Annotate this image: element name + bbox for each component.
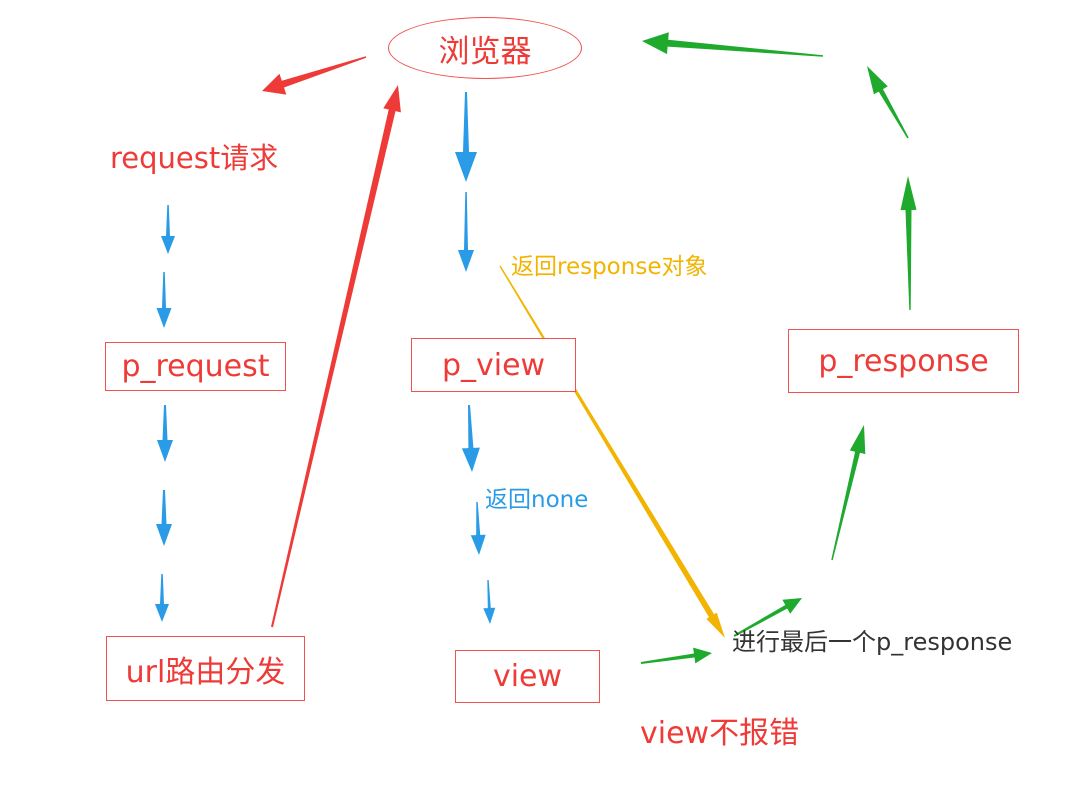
final-response-annotation: 进行最后一个p_response [732, 628, 1013, 656]
p-response-label: p_response [818, 343, 989, 379]
url-dispatch-label: url路由分发 [125, 654, 286, 690]
arrow-view-to-final [640, 647, 712, 664]
arrow-prequest-1 [157, 405, 173, 462]
arrow-request-1 [161, 205, 175, 254]
request-label: request请求 [110, 141, 279, 175]
arrow-pview-3 [483, 580, 496, 624]
arrow-return-response [499, 265, 725, 638]
arrow-browser-to-request [262, 56, 367, 95]
p-request-box: p_request [105, 342, 286, 391]
url-dispatch-box: url路由分发 [106, 636, 305, 701]
browser-label: 浏览器 [438, 33, 532, 70]
arrow-browser-to-pview-1 [455, 92, 477, 182]
view-no-error-annotation: view不报错 [640, 716, 800, 751]
arrow-pview-1 [461, 405, 480, 472]
arrow-url-to-browser [271, 85, 401, 628]
arrow-pview-2 [470, 502, 486, 555]
return-response-annotation: 返回response对象 [511, 254, 708, 280]
arrow-request-2 [156, 272, 172, 328]
arrow-prequest-3 [155, 574, 169, 622]
view-label: view [492, 659, 563, 694]
browser-node: 浏览器 [388, 17, 582, 79]
p-view-box: p_view [411, 338, 576, 392]
arrow-browser-to-pview-2 [458, 192, 474, 272]
arrow-curve-up [867, 66, 909, 139]
arrow-presponse-up [900, 176, 917, 310]
arrow-final-up [733, 598, 802, 637]
arrow-final-to-presponse [831, 425, 866, 561]
arrow-prequest-2 [156, 490, 172, 546]
view-box: view [455, 650, 600, 703]
arrow-to-browser [642, 32, 824, 57]
p-response-box: p_response [788, 329, 1019, 393]
p-view-label: p_view [441, 347, 546, 383]
return-none-annotation: 返回none [485, 487, 589, 513]
p-request-label: p_request [121, 349, 270, 384]
